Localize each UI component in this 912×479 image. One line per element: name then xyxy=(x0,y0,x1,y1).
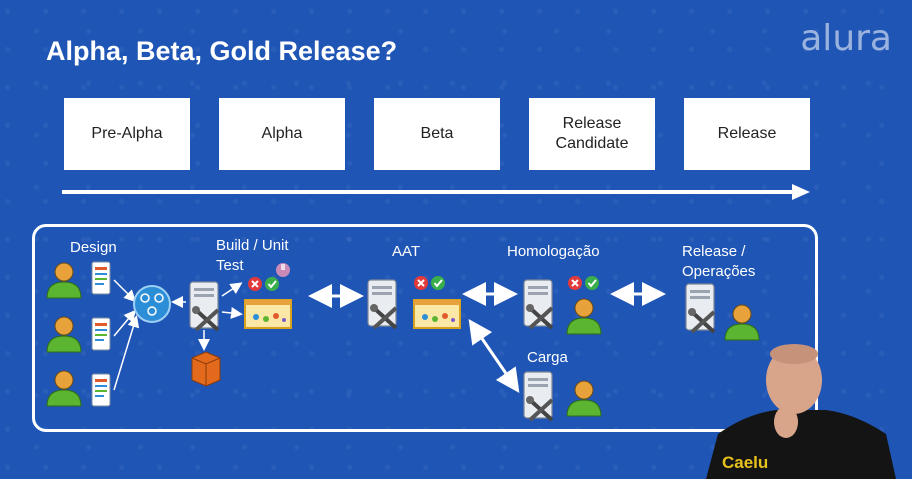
error-icon xyxy=(567,275,583,291)
stage-label: Alpha xyxy=(261,125,303,142)
server-tools-icon xyxy=(366,278,398,330)
server-tools-icon xyxy=(188,280,220,332)
person-icon xyxy=(46,262,82,299)
stage-label: Release Candidate xyxy=(556,114,629,154)
check-icon xyxy=(264,276,280,292)
person-icon xyxy=(566,380,602,417)
server-tools-icon xyxy=(684,282,716,334)
document-icon xyxy=(91,373,111,407)
stage-label: Release xyxy=(717,125,777,142)
label-homologacao: Homologação xyxy=(507,243,600,260)
timeline-arrow-head xyxy=(792,184,810,200)
pipeline-panel xyxy=(32,224,818,432)
stage-label-line2: Candidate xyxy=(555,135,629,152)
stage-pre-alpha: Pre-Alpha xyxy=(64,98,190,170)
server-tools-icon xyxy=(522,370,554,422)
document-icon xyxy=(91,317,111,351)
label-release-line1: Release / xyxy=(682,243,746,260)
document-icon xyxy=(91,261,111,295)
stage-label-line1: Release xyxy=(562,115,622,132)
stage-alpha: Alpha xyxy=(219,98,345,170)
label-build-line2: Test xyxy=(216,257,244,274)
presenter-video: Caelu xyxy=(706,344,896,479)
label-aat: AAT xyxy=(392,243,421,260)
dashboard-icon xyxy=(413,299,461,329)
person-icon xyxy=(724,304,760,341)
label-release-line2: Operações xyxy=(682,263,756,280)
timeline-arrow-line xyxy=(62,190,794,194)
error-icon xyxy=(413,275,429,291)
slide-title: Alpha, Beta, Gold Release? xyxy=(46,36,398,66)
stage-beta: Beta xyxy=(374,98,500,170)
label-design: Design xyxy=(70,239,117,256)
shirt-text: Caelu xyxy=(722,453,768,472)
alura-logo: alura xyxy=(800,18,892,59)
bell-icon xyxy=(276,263,290,277)
hub-icon xyxy=(133,285,171,323)
label-build-line1: Build / Unit xyxy=(216,237,289,254)
error-icon xyxy=(247,276,263,292)
stage-release-candidate: Release Candidate xyxy=(529,98,655,170)
stage-label: Pre-Alpha xyxy=(91,125,163,142)
stage-label: Beta xyxy=(420,125,454,142)
person-icon xyxy=(566,298,602,335)
server-tools-icon xyxy=(522,278,554,330)
stage-release: Release xyxy=(684,98,810,170)
check-icon xyxy=(430,275,446,291)
check-icon xyxy=(584,275,600,291)
person-icon xyxy=(46,370,82,407)
dashboard-icon xyxy=(244,299,292,329)
package-icon xyxy=(191,351,221,387)
label-carga: Carga xyxy=(527,349,568,366)
person-icon xyxy=(46,316,82,353)
